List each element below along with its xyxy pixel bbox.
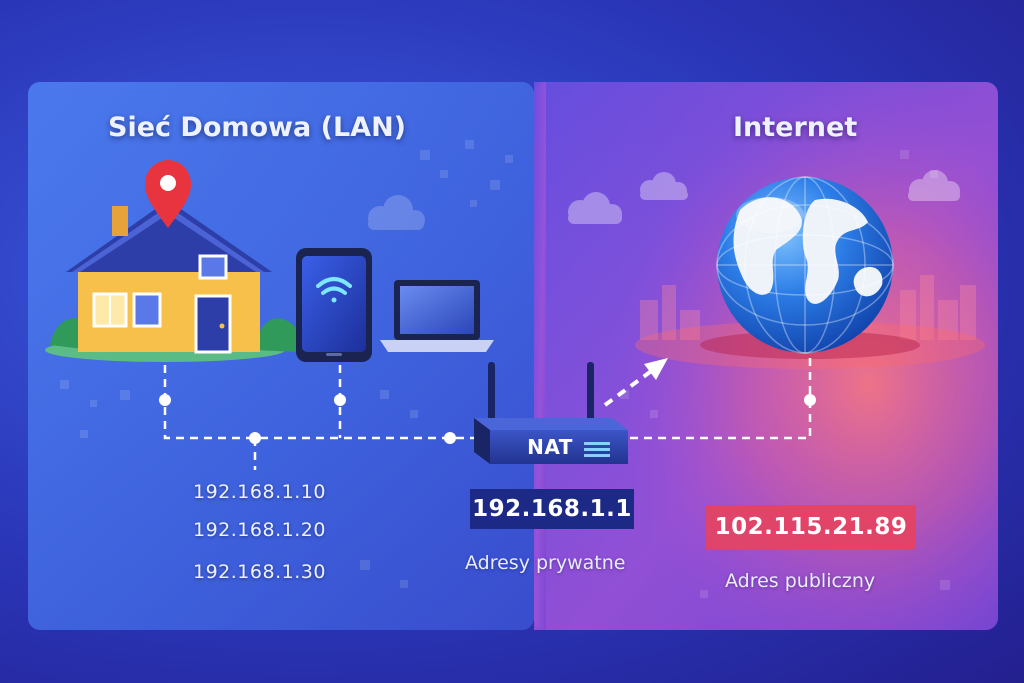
- lan-device-ip-1: 192.168.1.10: [193, 481, 326, 503]
- internet-title: Internet: [733, 112, 858, 143]
- public-ip-badge: 102.115.21.89: [706, 505, 916, 549]
- arrow-icon: [603, 358, 668, 407]
- router-ip-badge: 192.168.1.1: [470, 489, 634, 529]
- house-icon: [45, 200, 301, 362]
- cloud-icon: [368, 195, 425, 230]
- smartphone-icon: [296, 248, 372, 362]
- globe-icon: [716, 176, 894, 354]
- lan-device-ip-2: 192.168.1.20: [193, 519, 326, 541]
- nat-label: NAT: [527, 435, 573, 459]
- background-pattern: [60, 140, 950, 598]
- router-icon: [474, 362, 628, 464]
- private-address-caption: Adresy prywatne: [465, 552, 626, 574]
- wifi-icon: [316, 277, 352, 303]
- lan-device-ip-3: 192.168.1.30: [193, 561, 326, 583]
- lan-title: Sieć Domowa (LAN): [108, 112, 407, 143]
- location-pin-icon: [145, 160, 191, 228]
- public-address-caption: Adres publiczny: [725, 570, 876, 592]
- city-skyline-icon: [640, 275, 976, 340]
- cloud-icon: [568, 170, 960, 224]
- link-nodes: [159, 394, 816, 444]
- laptop-icon: [380, 280, 494, 352]
